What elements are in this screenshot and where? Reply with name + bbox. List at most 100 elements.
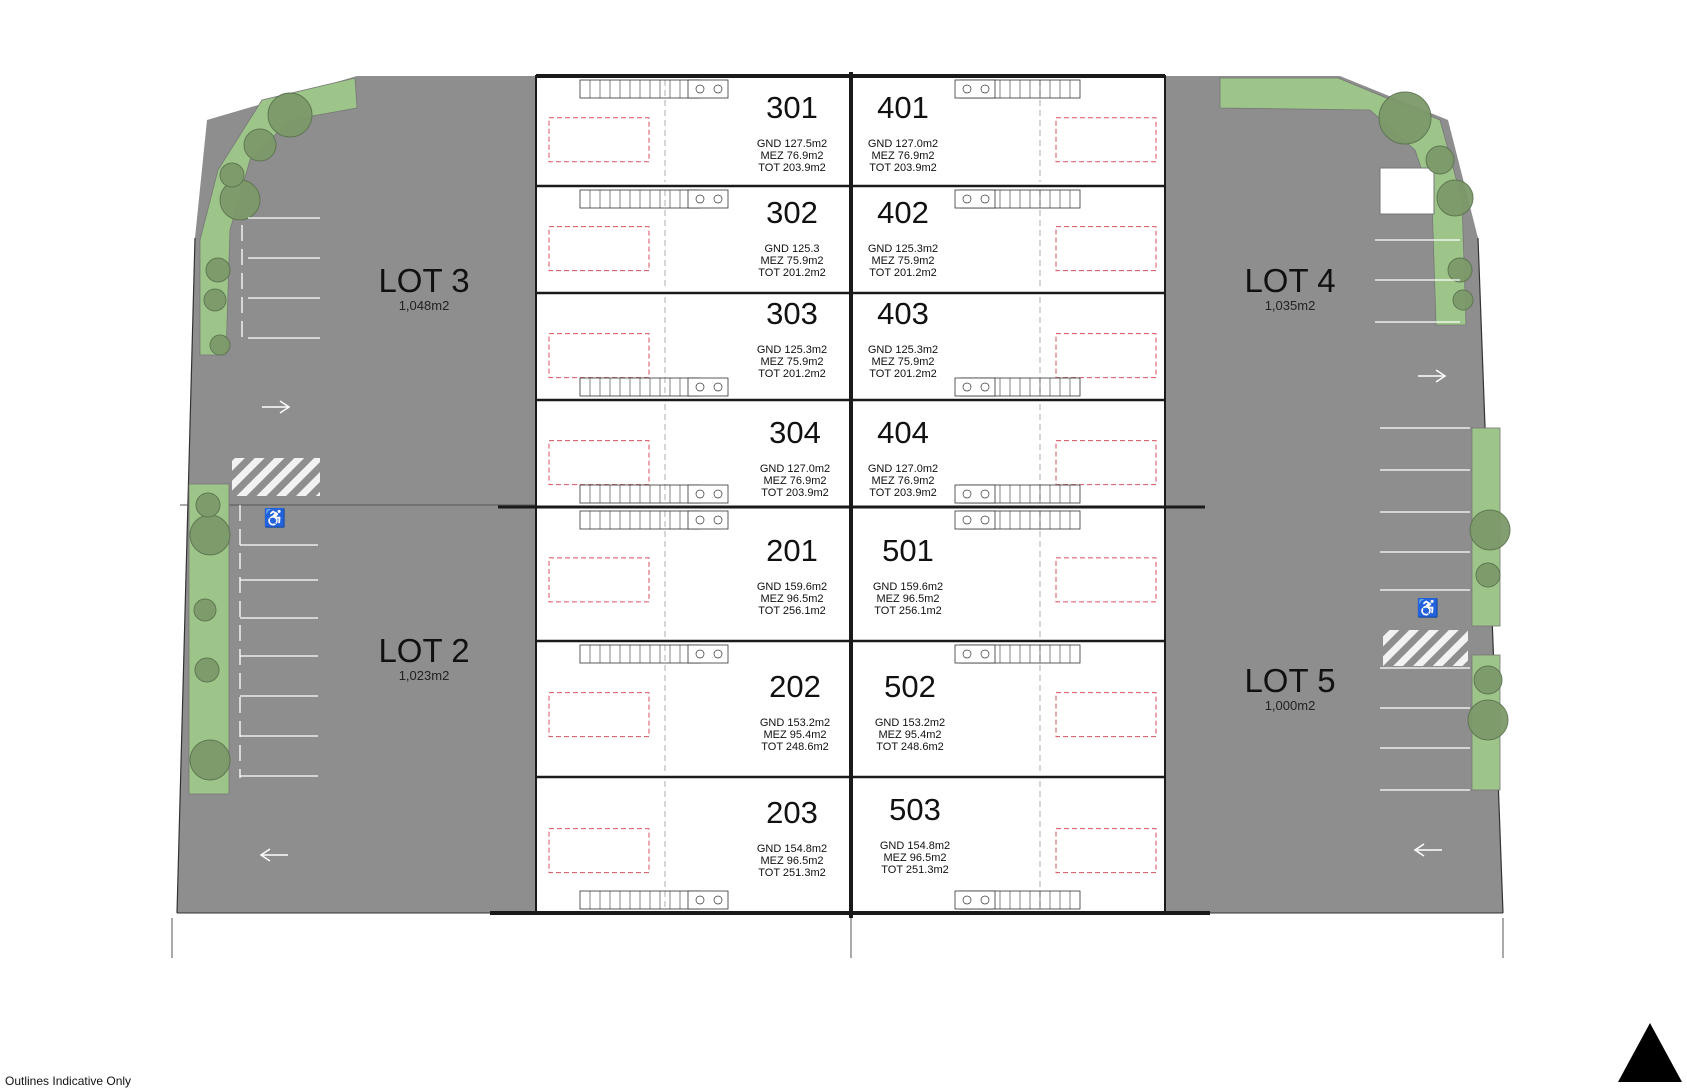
unit-number: 401 xyxy=(877,90,929,125)
tree xyxy=(219,179,261,221)
north-arrow-icon xyxy=(1618,1023,1682,1082)
unit-number: 402 xyxy=(877,195,929,230)
accessible-parking-icon: ♿ xyxy=(1417,597,1439,618)
shared-zone-east xyxy=(1383,630,1468,666)
unit-area-gnd: GND 125.3m2 xyxy=(868,344,938,356)
lot-label-4: LOT 51,000m2 xyxy=(1244,662,1335,713)
tree xyxy=(1436,179,1474,217)
unit-number: 201 xyxy=(766,533,818,568)
tree xyxy=(1475,562,1501,588)
stair-and-amenities xyxy=(954,644,1081,664)
unit-area-tot: TOT 203.9m2 xyxy=(761,487,828,499)
unit-number: 503 xyxy=(889,792,941,827)
stair-and-amenities xyxy=(954,890,1081,910)
tree xyxy=(1378,91,1432,145)
unit-area-gnd: GND 154.8m2 xyxy=(757,843,827,855)
unit-number: 502 xyxy=(884,669,936,704)
parking-bays-west xyxy=(239,217,320,778)
storage-outline xyxy=(1055,692,1157,738)
tree xyxy=(209,334,231,356)
accessible-parking-icon: ♿ xyxy=(264,507,286,528)
storage-outline xyxy=(548,557,650,603)
unit-details xyxy=(548,79,1157,910)
storage-outline xyxy=(1055,226,1157,272)
unit-area-tot: TOT 201.2m2 xyxy=(869,267,936,279)
tree xyxy=(1473,665,1503,695)
shared-zone-west xyxy=(232,458,320,496)
unit-area-tot: TOT 201.2m2 xyxy=(758,368,825,380)
stair-and-amenities xyxy=(579,644,729,664)
lot-area: 1,048m2 xyxy=(399,298,450,313)
tree xyxy=(1425,145,1455,175)
unit-area-mez: MEZ 96.5m2 xyxy=(761,593,824,605)
tree xyxy=(1467,699,1509,741)
unit-area-mez: MEZ 96.5m2 xyxy=(884,852,947,864)
stair-and-amenities xyxy=(954,79,1081,99)
unit-number: 403 xyxy=(877,296,929,331)
unit-area-gnd: GND 125.3 xyxy=(764,243,819,255)
stair-and-amenities xyxy=(579,484,729,504)
arrow-right-icon xyxy=(262,400,291,414)
unit-area-gnd: GND 125.3m2 xyxy=(757,344,827,356)
unit-number: 404 xyxy=(877,415,929,450)
trees xyxy=(189,91,1511,781)
west-boundary xyxy=(176,237,196,914)
unit-area-mez: MEZ 96.5m2 xyxy=(761,855,824,867)
unit-number: 303 xyxy=(766,296,818,331)
stair-and-amenities xyxy=(954,484,1081,504)
unit-area-gnd: GND 154.8m2 xyxy=(880,840,950,852)
storage-outline xyxy=(548,828,650,874)
unit-area-tot: TOT 201.2m2 xyxy=(869,368,936,380)
tree xyxy=(1469,509,1511,551)
stair-and-amenities xyxy=(579,79,729,99)
parking-bays-east xyxy=(1375,239,1470,791)
storage-outline xyxy=(1055,117,1157,163)
arrow-right-icon xyxy=(1418,369,1447,383)
unit-area-mez: MEZ 76.9m2 xyxy=(872,475,935,487)
disclaimer-note: Outlines Indicative Only xyxy=(5,1074,132,1088)
unit-area-gnd: GND 159.6m2 xyxy=(757,581,827,593)
unit-area-tot: TOT 203.9m2 xyxy=(758,162,825,174)
unit-area-mez: MEZ 95.4m2 xyxy=(879,729,942,741)
unit-area-mez: MEZ 75.9m2 xyxy=(761,356,824,368)
tree xyxy=(219,162,245,188)
unit-party-walls xyxy=(536,184,1165,779)
tree xyxy=(189,514,231,556)
tree xyxy=(267,92,313,138)
unit-area-tot: TOT 203.9m2 xyxy=(869,162,936,174)
unit-area-tot: TOT 248.6m2 xyxy=(761,741,828,753)
lot-label-1: LOT 31,048m2 xyxy=(378,262,469,313)
traffic-arrows xyxy=(259,369,1447,862)
tree xyxy=(243,128,277,162)
unit-area-gnd: GND 125.3m2 xyxy=(868,243,938,255)
unit-area-mez: MEZ 95.4m2 xyxy=(764,729,827,741)
unit-area-mez: MEZ 75.9m2 xyxy=(872,255,935,267)
storage-outline xyxy=(548,692,650,738)
stair-and-amenities xyxy=(579,510,729,530)
tree xyxy=(189,739,231,781)
arrow-left-icon xyxy=(259,848,288,862)
lot-label-2: LOT 21,023m2 xyxy=(378,632,469,683)
lot-area: 1,035m2 xyxy=(1265,298,1316,313)
lot-area: 1,000m2 xyxy=(1265,698,1316,713)
unit-area-gnd: GND 159.6m2 xyxy=(873,581,943,593)
unit-area-mez: MEZ 96.5m2 xyxy=(877,593,940,605)
tree xyxy=(1452,289,1474,311)
stair-and-amenities xyxy=(579,890,729,910)
unit-number: 202 xyxy=(769,669,821,704)
lot-name: LOT 3 xyxy=(378,262,469,299)
lot-name: LOT 2 xyxy=(378,632,469,669)
unit-number: 501 xyxy=(882,533,934,568)
unit-area-gnd: GND 127.0m2 xyxy=(868,463,938,475)
